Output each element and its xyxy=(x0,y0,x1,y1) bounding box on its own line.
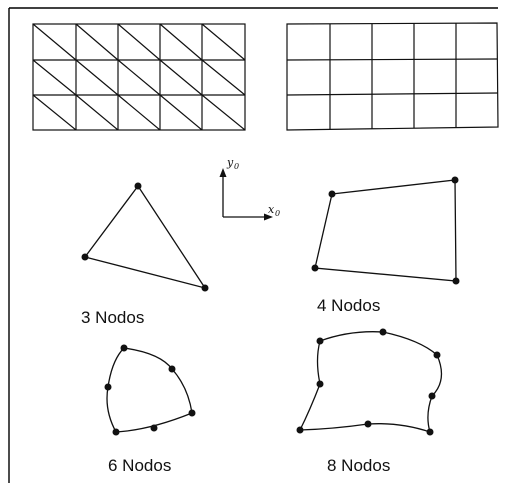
local-axes: y 0 x 0 xyxy=(219,156,280,221)
node xyxy=(296,426,304,434)
caption-4-nodes: 4 Nodos xyxy=(317,296,381,315)
triangular-mesh xyxy=(32,23,246,131)
node xyxy=(379,328,387,336)
node xyxy=(188,409,196,417)
quadrilateral-mesh-border xyxy=(286,22,499,131)
node xyxy=(120,344,128,352)
node xyxy=(201,284,209,292)
node xyxy=(316,337,324,345)
triangle-6-node-element xyxy=(104,344,196,436)
x-axis-arrowhead xyxy=(264,213,273,221)
node xyxy=(168,365,176,373)
y-axis-arrowhead xyxy=(219,168,227,177)
node xyxy=(134,182,142,190)
caption-8-nodes: 8 Nodos xyxy=(327,456,391,475)
node xyxy=(311,264,319,272)
quadrilateral-mesh xyxy=(286,22,499,131)
quadrilateral-4-node-element xyxy=(311,176,460,285)
node xyxy=(150,424,158,432)
node xyxy=(426,428,434,436)
node xyxy=(452,277,460,285)
node xyxy=(328,190,336,198)
caption-3-nodes: 3 Nodos xyxy=(81,308,145,327)
node xyxy=(433,351,441,359)
x-axis-label: x xyxy=(268,203,275,216)
node xyxy=(428,392,436,400)
quadrilateral-8-node-element xyxy=(296,328,443,436)
y-axis-label: y xyxy=(226,156,234,169)
node xyxy=(112,428,120,436)
caption-6-nodes: 6 Nodos xyxy=(108,456,172,475)
y-axis-subscript: 0 xyxy=(234,162,239,171)
node xyxy=(316,380,324,388)
node xyxy=(104,383,112,391)
node xyxy=(364,420,372,428)
triangle-3-node-element xyxy=(81,182,209,292)
node xyxy=(81,253,89,261)
triangular-mesh-border xyxy=(32,23,246,131)
node xyxy=(451,176,459,184)
x-axis-subscript: 0 xyxy=(275,209,280,218)
